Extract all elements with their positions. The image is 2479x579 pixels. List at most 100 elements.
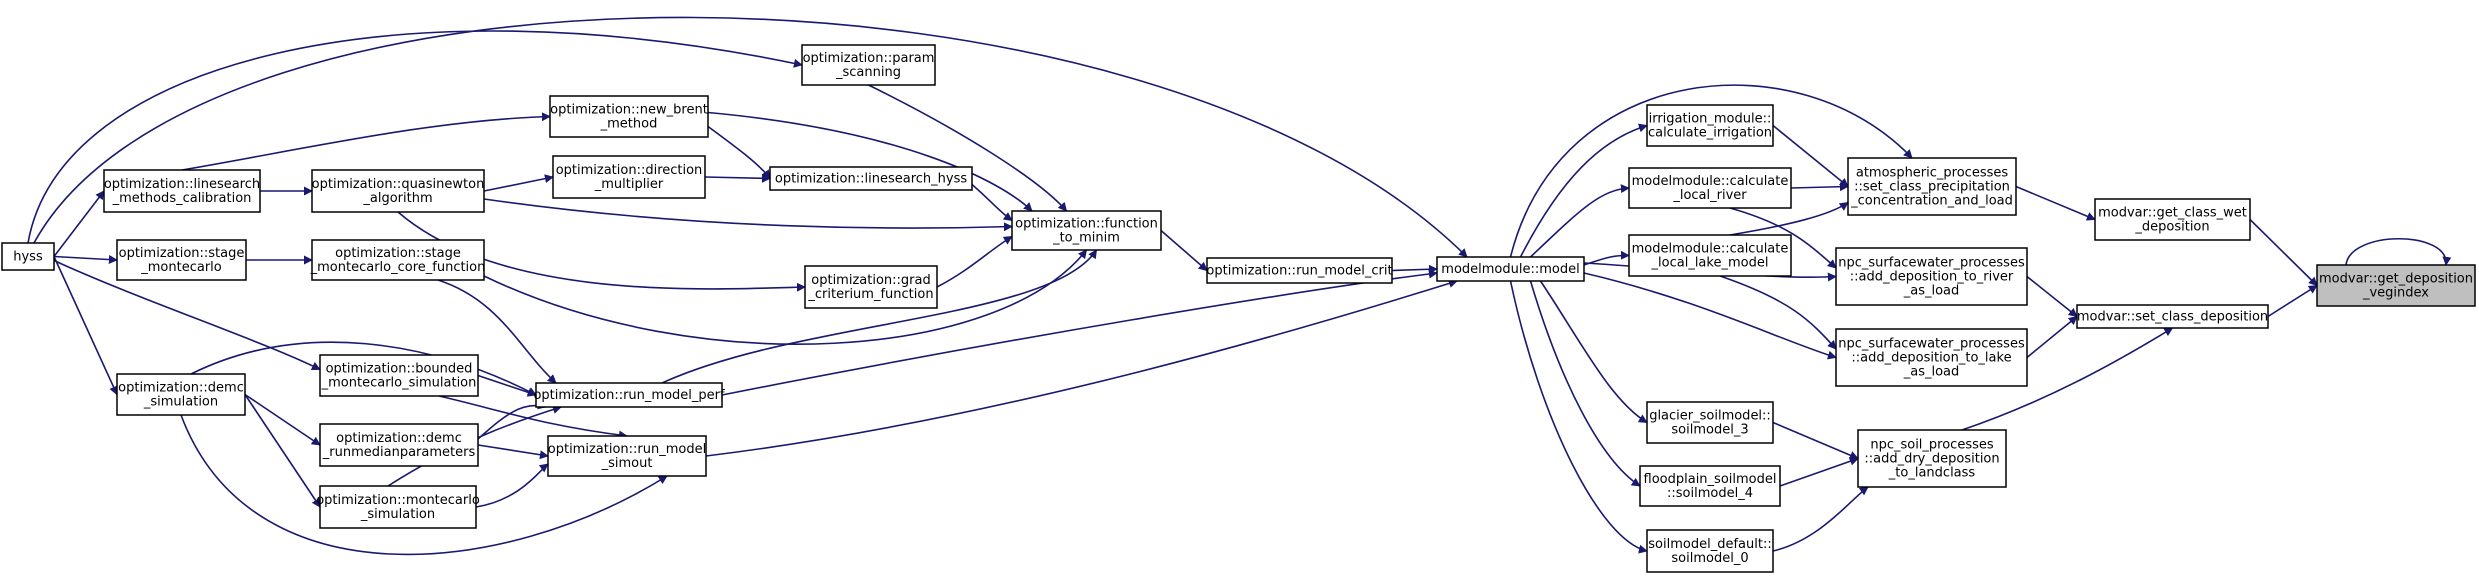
edge-param_scan-function_to_minim (868, 84, 1068, 212)
node-param-scan[interactable]: optimization::param_scanning (801, 44, 936, 86)
node-stage-mc[interactable]: optimization::stage_montecarlo (116, 239, 247, 281)
edge-direction_mult-ls_hyss (704, 173, 771, 183)
node-label: _local_lake_model (1651, 256, 1769, 271)
edge-run_model_simout-model (705, 279, 1458, 457)
node-ls-calib[interactable]: optimization::linesearch_methods_calibra… (103, 169, 261, 213)
node-get-dep-veg[interactable]: modvar::get_deposition_vegindex (2316, 264, 2476, 307)
edge-calc_local_lake-npc_lake (1719, 275, 1837, 350)
node-run-model-crit[interactable]: optimization::run_model_crit (1206, 257, 1393, 284)
node-box (2094, 198, 2251, 241)
node-label: optimization::new_brent (550, 103, 708, 118)
node-box (116, 239, 247, 281)
node-soil-default[interactable]: soilmodel_default::soilmodel_0 (1646, 529, 1774, 573)
node-label: ::set_class_precipitation (1854, 180, 2010, 195)
edge-irrigation-atmo_precip (1772, 124, 1849, 188)
node-new-brent[interactable]: optimization::new_brent_method (549, 95, 709, 138)
node-box (549, 95, 709, 138)
node-npc-river[interactable]: npc_surfacewater_processes::add_depositi… (1835, 247, 2028, 306)
node-box (1847, 157, 2017, 216)
edge-calc_local_lake-atmo_precip (1729, 201, 1849, 236)
node-label: _montecarlo_simulation (321, 376, 477, 391)
edge-grad_crit-function_to_minim (936, 235, 1013, 288)
node-demc-sim[interactable]: optimization::demc_simulation (116, 373, 246, 416)
node-label: optimization::run_model_perf (533, 388, 725, 403)
edge-npc_lake-set_class_dep (2026, 315, 2078, 359)
node-label: optimization::stage (119, 246, 245, 261)
node-box (801, 44, 936, 86)
node-calc-local-lake[interactable]: modelmodule::calculate_local_lake_model (1628, 234, 1792, 277)
edge-demc_sim-run_model_simout (180, 414, 668, 556)
node-box (311, 239, 485, 281)
node-irrigation[interactable]: irrigation_module::calculate_irrigation (1646, 104, 1774, 147)
node-label: optimization::stage (335, 246, 461, 261)
edge-demc_sim-run_model_perf (190, 341, 537, 396)
edge-ls_hyss-function_to_minim (971, 183, 1013, 222)
nodes-layer: hyss optimization::linesearch_methods_cal… (1, 44, 2476, 573)
node-box (1436, 256, 1585, 282)
node-label: _vegindex (2362, 286, 2429, 301)
node-box (319, 423, 479, 467)
node-calc-local-river[interactable]: modelmodule::calculate_local_river (1628, 167, 1792, 209)
edge-hyss-demc_sim (53, 256, 118, 396)
node-box (552, 155, 706, 199)
node-box (1639, 465, 1781, 507)
node-label: _simulation (360, 507, 435, 522)
node-label: modvar::set_class_deposition (2077, 310, 2268, 325)
node-label: _local_river (1672, 188, 1747, 203)
node-label: soilmodel_0 (1671, 551, 1748, 566)
node-box (319, 354, 479, 397)
node-model[interactable]: modelmodule::model (1436, 256, 1585, 282)
node-get-class-wet[interactable]: modvar::get_class_wet_deposition (2094, 198, 2251, 241)
node-label: _algorithm (362, 191, 432, 206)
node-stage-mc-core[interactable]: optimization::stage_montecarlo_core_func… (310, 239, 486, 281)
node-function-to-minim[interactable]: optimization::function_to_minim (1011, 210, 1162, 251)
node-set-class-dep[interactable]: modvar::set_class_deposition (2076, 304, 2269, 329)
node-glacier-soil[interactable]: glacier_soilmodel::soilmodel_3 (1646, 401, 1774, 444)
node-label: ::soilmodel_4 (1667, 486, 1753, 501)
node-run-model-simout[interactable]: optimization::run_model_simout (547, 435, 707, 477)
node-box (1857, 429, 2007, 488)
node-label: _to_minim (1052, 231, 1120, 246)
node-run-model-perf[interactable]: optimization::run_model_perf (533, 382, 725, 408)
node-npc-lake[interactable]: npc_surfacewater_processes::add_depositi… (1835, 328, 2028, 387)
node-montecarlo-sim[interactable]: optimization::montecarlo_simulation (316, 485, 480, 529)
node-label: npc_surfacewater_processes (1838, 337, 2025, 352)
node-label: calculate_irrigation (1648, 126, 1772, 141)
node-atmo-precip[interactable]: atmospheric_processes::set_class_precipi… (1847, 157, 2017, 216)
node-hyss[interactable]: hyss (1, 242, 55, 271)
node-bounded-mc[interactable]: optimization::bounded_montecarlo_simulat… (319, 354, 479, 397)
node-label: _to_landclass (1888, 466, 1976, 481)
edge-montecarlo_sim-run_model_perf (387, 405, 562, 487)
edge-glacier_soil-npc_soil_dry (1772, 421, 1859, 460)
node-label: npc_surfacewater_processes (1838, 256, 2025, 271)
node-box (1646, 401, 1774, 444)
node-npc-soil-dry[interactable]: npc_soil_processes::add_dry_deposition_t… (1857, 429, 2007, 488)
edge-model-calc_local_river (1529, 184, 1630, 258)
edge-new_brent-ls_hyss (707, 125, 771, 180)
node-label: floodplain_soilmodel (1644, 472, 1777, 487)
node-label: _simout (601, 456, 653, 471)
node-grad-crit[interactable]: optimization::grad_criterium_function (804, 265, 938, 309)
node-label: optimization::bounded (326, 362, 473, 377)
node-label: ::add_dry_deposition (1864, 452, 1999, 467)
node-label: optimization::function (1015, 217, 1158, 232)
node-floodplain-soil[interactable]: floodplain_soilmodel::soilmodel_4 (1639, 465, 1781, 507)
edges-layer (27, 16, 2452, 556)
node-box (1835, 247, 2028, 306)
node-box (1628, 234, 1792, 277)
node-label: _as_load (1903, 284, 1960, 299)
edge-run_model_crit-model (1391, 264, 1438, 274)
node-box (535, 382, 723, 408)
edge-atmo_precip-get_class_wet (2015, 185, 2096, 221)
edge-quasinewton-direction_mult (483, 174, 554, 192)
node-quasinewton[interactable]: optimization::quasinewton_algorithm (311, 169, 485, 213)
node-ls-hyss[interactable]: optimization::linesearch_hyss (769, 166, 973, 191)
node-demc-runmedian[interactable]: optimization::demc_runmedianparameters (319, 423, 479, 467)
edge-model-soil_default (1509, 280, 1648, 554)
node-box (1, 242, 55, 271)
edge-new_brent-function_to_minim (707, 111, 1033, 212)
node-label: modvar::get_deposition (2319, 272, 2473, 287)
node-direction-mult[interactable]: optimization::direction_multiplier (552, 155, 706, 199)
node-label: glacier_soilmodel:: (1649, 409, 1771, 424)
node-label: _as_load (1903, 365, 1960, 380)
